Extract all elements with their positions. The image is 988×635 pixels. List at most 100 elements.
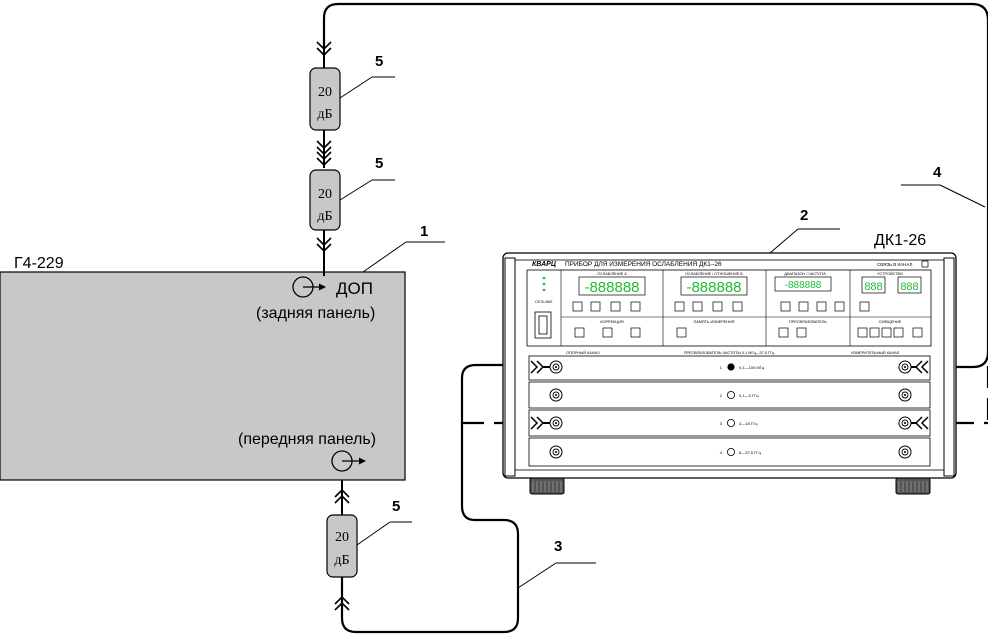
panel-button[interactable] xyxy=(676,327,687,338)
connector-chevron-icon xyxy=(316,140,332,156)
rf-connector-icon[interactable] xyxy=(898,388,912,402)
rf-connector-icon[interactable] xyxy=(549,388,563,402)
connector-chevron-icon xyxy=(316,41,332,57)
connector-chevron-icon xyxy=(316,151,332,167)
right-handle xyxy=(943,257,955,477)
rf-connector-icon[interactable] xyxy=(898,360,912,374)
attenuator-2-value: 20 xyxy=(318,187,332,202)
range-indicator-icon xyxy=(727,363,735,371)
attenuator-1 xyxy=(309,67,341,131)
cable-3-callout-number: 3 xyxy=(554,538,562,555)
generator-callout-number: 1 xyxy=(420,223,428,240)
panel-button[interactable] xyxy=(630,327,641,338)
rf-connector-icon[interactable] xyxy=(549,445,563,459)
display1 xyxy=(578,276,646,296)
panel-button[interactable] xyxy=(796,327,807,338)
attenuator-3-unit: дБ xyxy=(334,553,349,568)
panel-button[interactable] xyxy=(610,301,621,312)
channel-left-label: ОПОРНЫЙ КАНАЛ xyxy=(566,351,600,355)
meter-title: ПРИБОР ДЛЯ ИЗМЕРЕНИЯ ОСЛАБЛЕНИЯ ДК1–26 xyxy=(565,261,722,268)
display3-value: -888888 xyxy=(785,280,822,291)
rf-connector-icon[interactable] xyxy=(898,445,912,459)
panel-button[interactable] xyxy=(732,301,743,312)
display3 xyxy=(774,276,832,292)
svg-text:0,1—100 МГц: 0,1—100 МГц xyxy=(739,365,765,370)
rf-connector-icon[interactable] xyxy=(549,360,563,374)
range-1: 1 0,1—100 МГц xyxy=(720,363,765,371)
panel-button[interactable] xyxy=(590,301,601,312)
channel-center-label: ПРЕОБРАЗОВАТЕЛЬ ЧАСТОТЫ 0,1 МГц—37,5 ГГц xyxy=(684,351,775,355)
attenuator-chain-top: 20 дБ 5 20 дБ 5 xyxy=(309,41,395,276)
attenuator-1-value: 20 xyxy=(318,85,332,100)
display4b-value: 888 xyxy=(900,281,918,293)
attenuator-2-unit: дБ xyxy=(317,209,332,224)
panel-button[interactable] xyxy=(572,301,583,312)
panel-button[interactable] xyxy=(857,327,868,338)
panel-button[interactable] xyxy=(798,301,809,312)
svg-text:3—18 ГГц: 3—18 ГГц xyxy=(739,421,758,426)
cable-4: 4 xyxy=(322,2,988,369)
attenuator-1-unit: дБ xyxy=(317,107,332,122)
range-indicator-icon xyxy=(727,447,736,456)
panel-button[interactable] xyxy=(816,301,827,312)
generator-callout-line xyxy=(362,241,407,273)
panel-button[interactable] xyxy=(893,327,904,338)
svg-text:2: 2 xyxy=(720,393,723,398)
generator-name: Г4-229 xyxy=(14,255,64,272)
power-label: СЕТЬ ВКЛ xyxy=(535,300,553,304)
button-row-bottom xyxy=(574,327,923,338)
attenuator-chain-bottom: 20 дБ 5 xyxy=(326,480,412,611)
svg-text:4: 4 xyxy=(720,450,723,455)
attenuator-1-callout-number: 5 xyxy=(375,53,383,70)
rear-port-label: ДОП xyxy=(336,279,373,298)
panel-button[interactable] xyxy=(692,301,703,312)
rear-port-icon xyxy=(292,276,326,298)
display1-value: -888888 xyxy=(584,279,639,296)
panel-button[interactable] xyxy=(780,301,791,312)
svg-text:8—37,5 ГГц: 8—37,5 ГГц xyxy=(739,450,761,455)
generator: Г4-229 1 ДОП (задняя панель) (передняя п… xyxy=(0,223,445,481)
panel-button[interactable] xyxy=(712,301,723,312)
sub-label-memory: ПАМЯТЬ ИЗМЕРЕНИЯ xyxy=(693,320,734,324)
left-foot xyxy=(529,477,565,495)
display3-label: ДИАПАЗОН / ЧАСТОТА xyxy=(784,272,826,276)
panel-button[interactable] xyxy=(778,327,789,338)
panel-button[interactable] xyxy=(834,301,845,312)
cable-4-callout-number: 4 xyxy=(933,164,942,181)
sub-label-correction: КОРРЕКЦИЯ xyxy=(600,320,623,324)
panel-button[interactable] xyxy=(630,301,641,312)
right-foot xyxy=(895,477,931,495)
cable-3: 3 xyxy=(340,363,596,634)
meter-name: ДК1-26 xyxy=(874,232,926,249)
attenuator-3-callout-number: 5 xyxy=(392,498,400,515)
sub-label-offset: СМЕЩЕНИЕ xyxy=(879,320,902,324)
front-panel-note: (передняя панель) xyxy=(238,431,376,448)
rf-connector-icon[interactable] xyxy=(549,416,563,430)
svg-text:3: 3 xyxy=(720,421,723,426)
front-port-icon xyxy=(331,450,366,472)
display4a xyxy=(861,276,886,294)
display1-label: ОСЛАБЛЕНИЕ А xyxy=(597,272,627,276)
panel-button[interactable] xyxy=(869,327,880,338)
module-slot-3 xyxy=(528,409,931,437)
panel-button[interactable] xyxy=(881,327,892,338)
meter-brand: КВАРЦ xyxy=(532,261,556,268)
panel-button[interactable] xyxy=(859,301,870,312)
display2 xyxy=(680,276,748,296)
display2-label: ОСЛАБЛЕНИЕ / ОТНОШЕНИЕ Б xyxy=(685,272,743,276)
attenuator-3-value: 20 xyxy=(335,530,349,545)
rf-connector-icon[interactable] xyxy=(898,416,912,430)
panel-button[interactable] xyxy=(602,327,613,338)
panel-button[interactable] xyxy=(912,327,923,338)
svg-text:0,1—3 ГГц: 0,1—3 ГГц xyxy=(739,393,759,398)
connector-chevron-icon xyxy=(316,237,332,253)
panel-button[interactable] xyxy=(574,327,585,338)
display4-label: УСТРОЙСТВО xyxy=(877,272,903,276)
left-handle xyxy=(504,257,516,477)
sub-label-converter: ПРЕОБРАЗОВАТЕЛЬ xyxy=(789,320,827,324)
display4b xyxy=(897,276,922,294)
range-3: 3 3—18 ГГц xyxy=(720,418,758,427)
topright-indicator xyxy=(921,260,929,268)
panel-button[interactable] xyxy=(674,301,685,312)
